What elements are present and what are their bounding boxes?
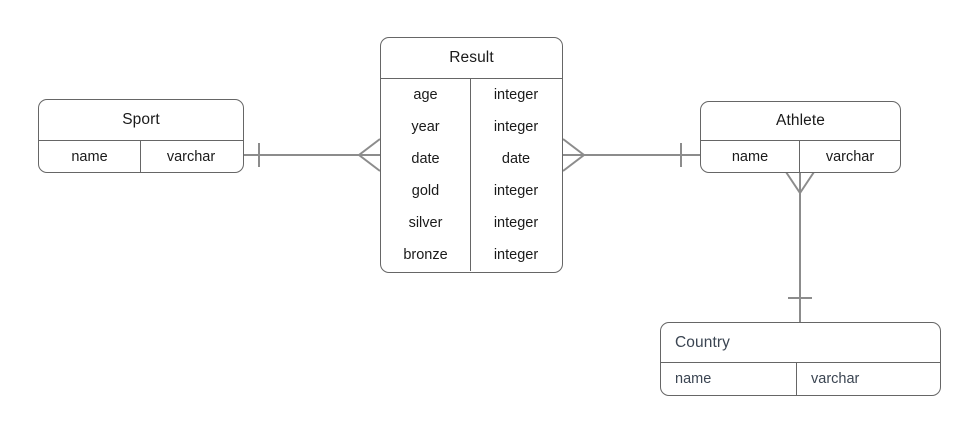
entity-result-attribute-row: age integer xyxy=(381,79,562,111)
entity-sport-title: Sport xyxy=(39,100,243,141)
entity-country-title: Country xyxy=(661,323,940,363)
entity-athlete-title: Athlete xyxy=(701,102,900,141)
entity-sport[interactable]: Sport name varchar xyxy=(38,99,244,173)
entity-result-attribute-type: integer xyxy=(493,183,539,199)
entity-result-attribute-name: date xyxy=(381,143,471,175)
entity-athlete-attribute-type: varchar xyxy=(825,148,875,165)
entity-result-attribute-row: year integer xyxy=(381,111,562,143)
relationship-athlete-country[interactable] xyxy=(785,171,815,322)
entity-result-attribute-name: year xyxy=(381,111,471,143)
entity-result-attribute-type: integer xyxy=(493,87,539,103)
entity-result-attribute-type: date xyxy=(501,151,531,167)
entity-result-attribute-name: bronze xyxy=(381,239,471,271)
entity-result-title: Result xyxy=(381,38,562,79)
entity-result-attribute-name: gold xyxy=(381,175,471,207)
entity-result-attribute-row: date date xyxy=(381,143,562,175)
entity-sport-attribute-type: varchar xyxy=(166,148,216,165)
relationship-sport-result[interactable] xyxy=(244,138,381,172)
entity-country-attribute-name: name xyxy=(661,363,797,395)
entity-result-attribute-name: silver xyxy=(381,207,471,239)
entity-country[interactable]: Country name varchar xyxy=(660,322,941,396)
entity-athlete-attribute-row: name varchar xyxy=(701,141,900,172)
entity-result[interactable]: Result age integer year integer date dat… xyxy=(380,37,563,273)
entity-result-attribute-type: integer xyxy=(493,247,539,263)
entity-country-attribute-type: varchar xyxy=(811,371,860,387)
entity-sport-attribute-name: name xyxy=(39,141,141,172)
entity-athlete[interactable]: Athlete name varchar xyxy=(700,101,901,173)
entity-result-attribute-row: gold integer xyxy=(381,175,562,207)
entity-athlete-attribute-name: name xyxy=(701,141,800,172)
entity-result-attribute-name: age xyxy=(381,79,471,111)
entity-country-attribute-row: name varchar xyxy=(661,363,940,395)
entity-result-attribute-row: bronze integer xyxy=(381,239,562,271)
entity-result-attribute-type: integer xyxy=(493,119,539,135)
entity-result-attribute-row: silver integer xyxy=(381,207,562,239)
relationship-result-athlete[interactable] xyxy=(562,138,700,172)
entity-result-attribute-type: integer xyxy=(493,215,539,231)
entity-sport-attribute-row: name varchar xyxy=(39,141,243,172)
